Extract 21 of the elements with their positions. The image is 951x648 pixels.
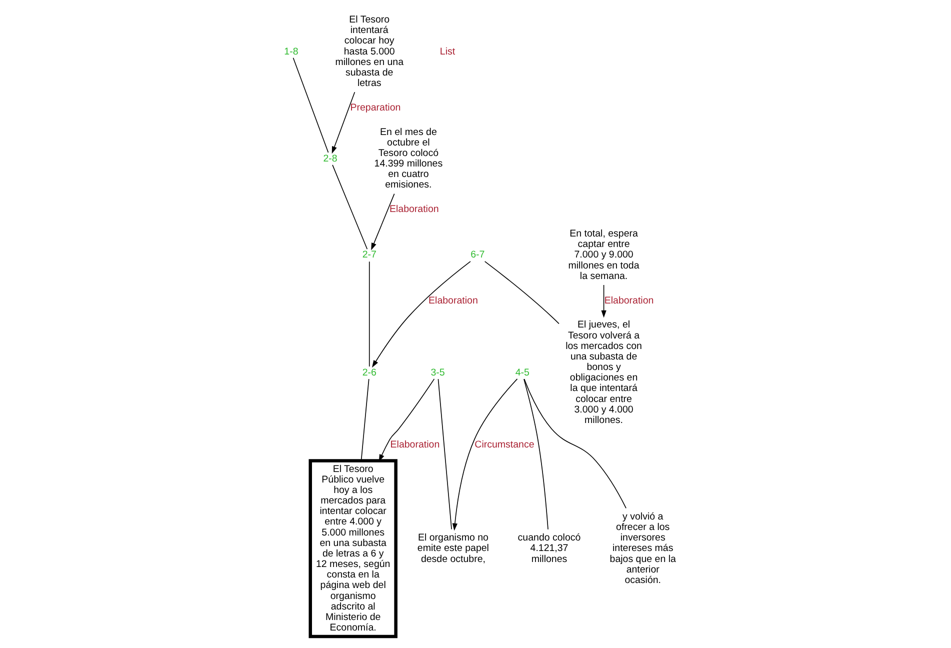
node-text: 2-7 bbox=[362, 250, 376, 261]
node-text: 2-8 bbox=[322, 153, 337, 164]
node-text: 2-6 bbox=[362, 367, 376, 378]
edge-label: Elaboration bbox=[390, 439, 440, 450]
node-text: El Tesoro intentará colocar hoy hasta 5.000 millones en una subasta de letras bbox=[334, 14, 404, 89]
node-text: 6-7 bbox=[470, 250, 484, 261]
node-text: El organismo no emite este papel desde octubre, bbox=[416, 532, 488, 565]
node-text: En el mes de octubre el Tesoro colocó 14.399 millones en cuatro emisiones. bbox=[374, 126, 442, 191]
edge-label: Elaboration bbox=[428, 295, 478, 306]
node-text: cuando colocó 4.121,37 millones bbox=[517, 532, 580, 565]
edge-label: Elaboration bbox=[388, 204, 438, 216]
node-text: y volvió a ofrecer a los inversores intereses más bajos que en la anterior ocasión. bbox=[609, 511, 676, 586]
edge-label: Preparation bbox=[350, 102, 400, 114]
node-text: En total, espera captar entre 7.000 y 9.000 millones en toda la semana. bbox=[568, 228, 639, 282]
node-text: 1-8 bbox=[284, 46, 298, 58]
node-text: 4-5 bbox=[514, 367, 529, 378]
node-text: 3-5 bbox=[430, 367, 444, 378]
edge-label: Elaboration bbox=[604, 295, 654, 306]
edge-label: Circumstance bbox=[474, 439, 534, 450]
node-text: El jueves, el Tesoro volverá a los mercados con una subasta de bonos y obligaciones en la que intentará colocar entre 3.000 y 4.000 millones. bbox=[565, 320, 642, 426]
label: List bbox=[439, 46, 455, 58]
